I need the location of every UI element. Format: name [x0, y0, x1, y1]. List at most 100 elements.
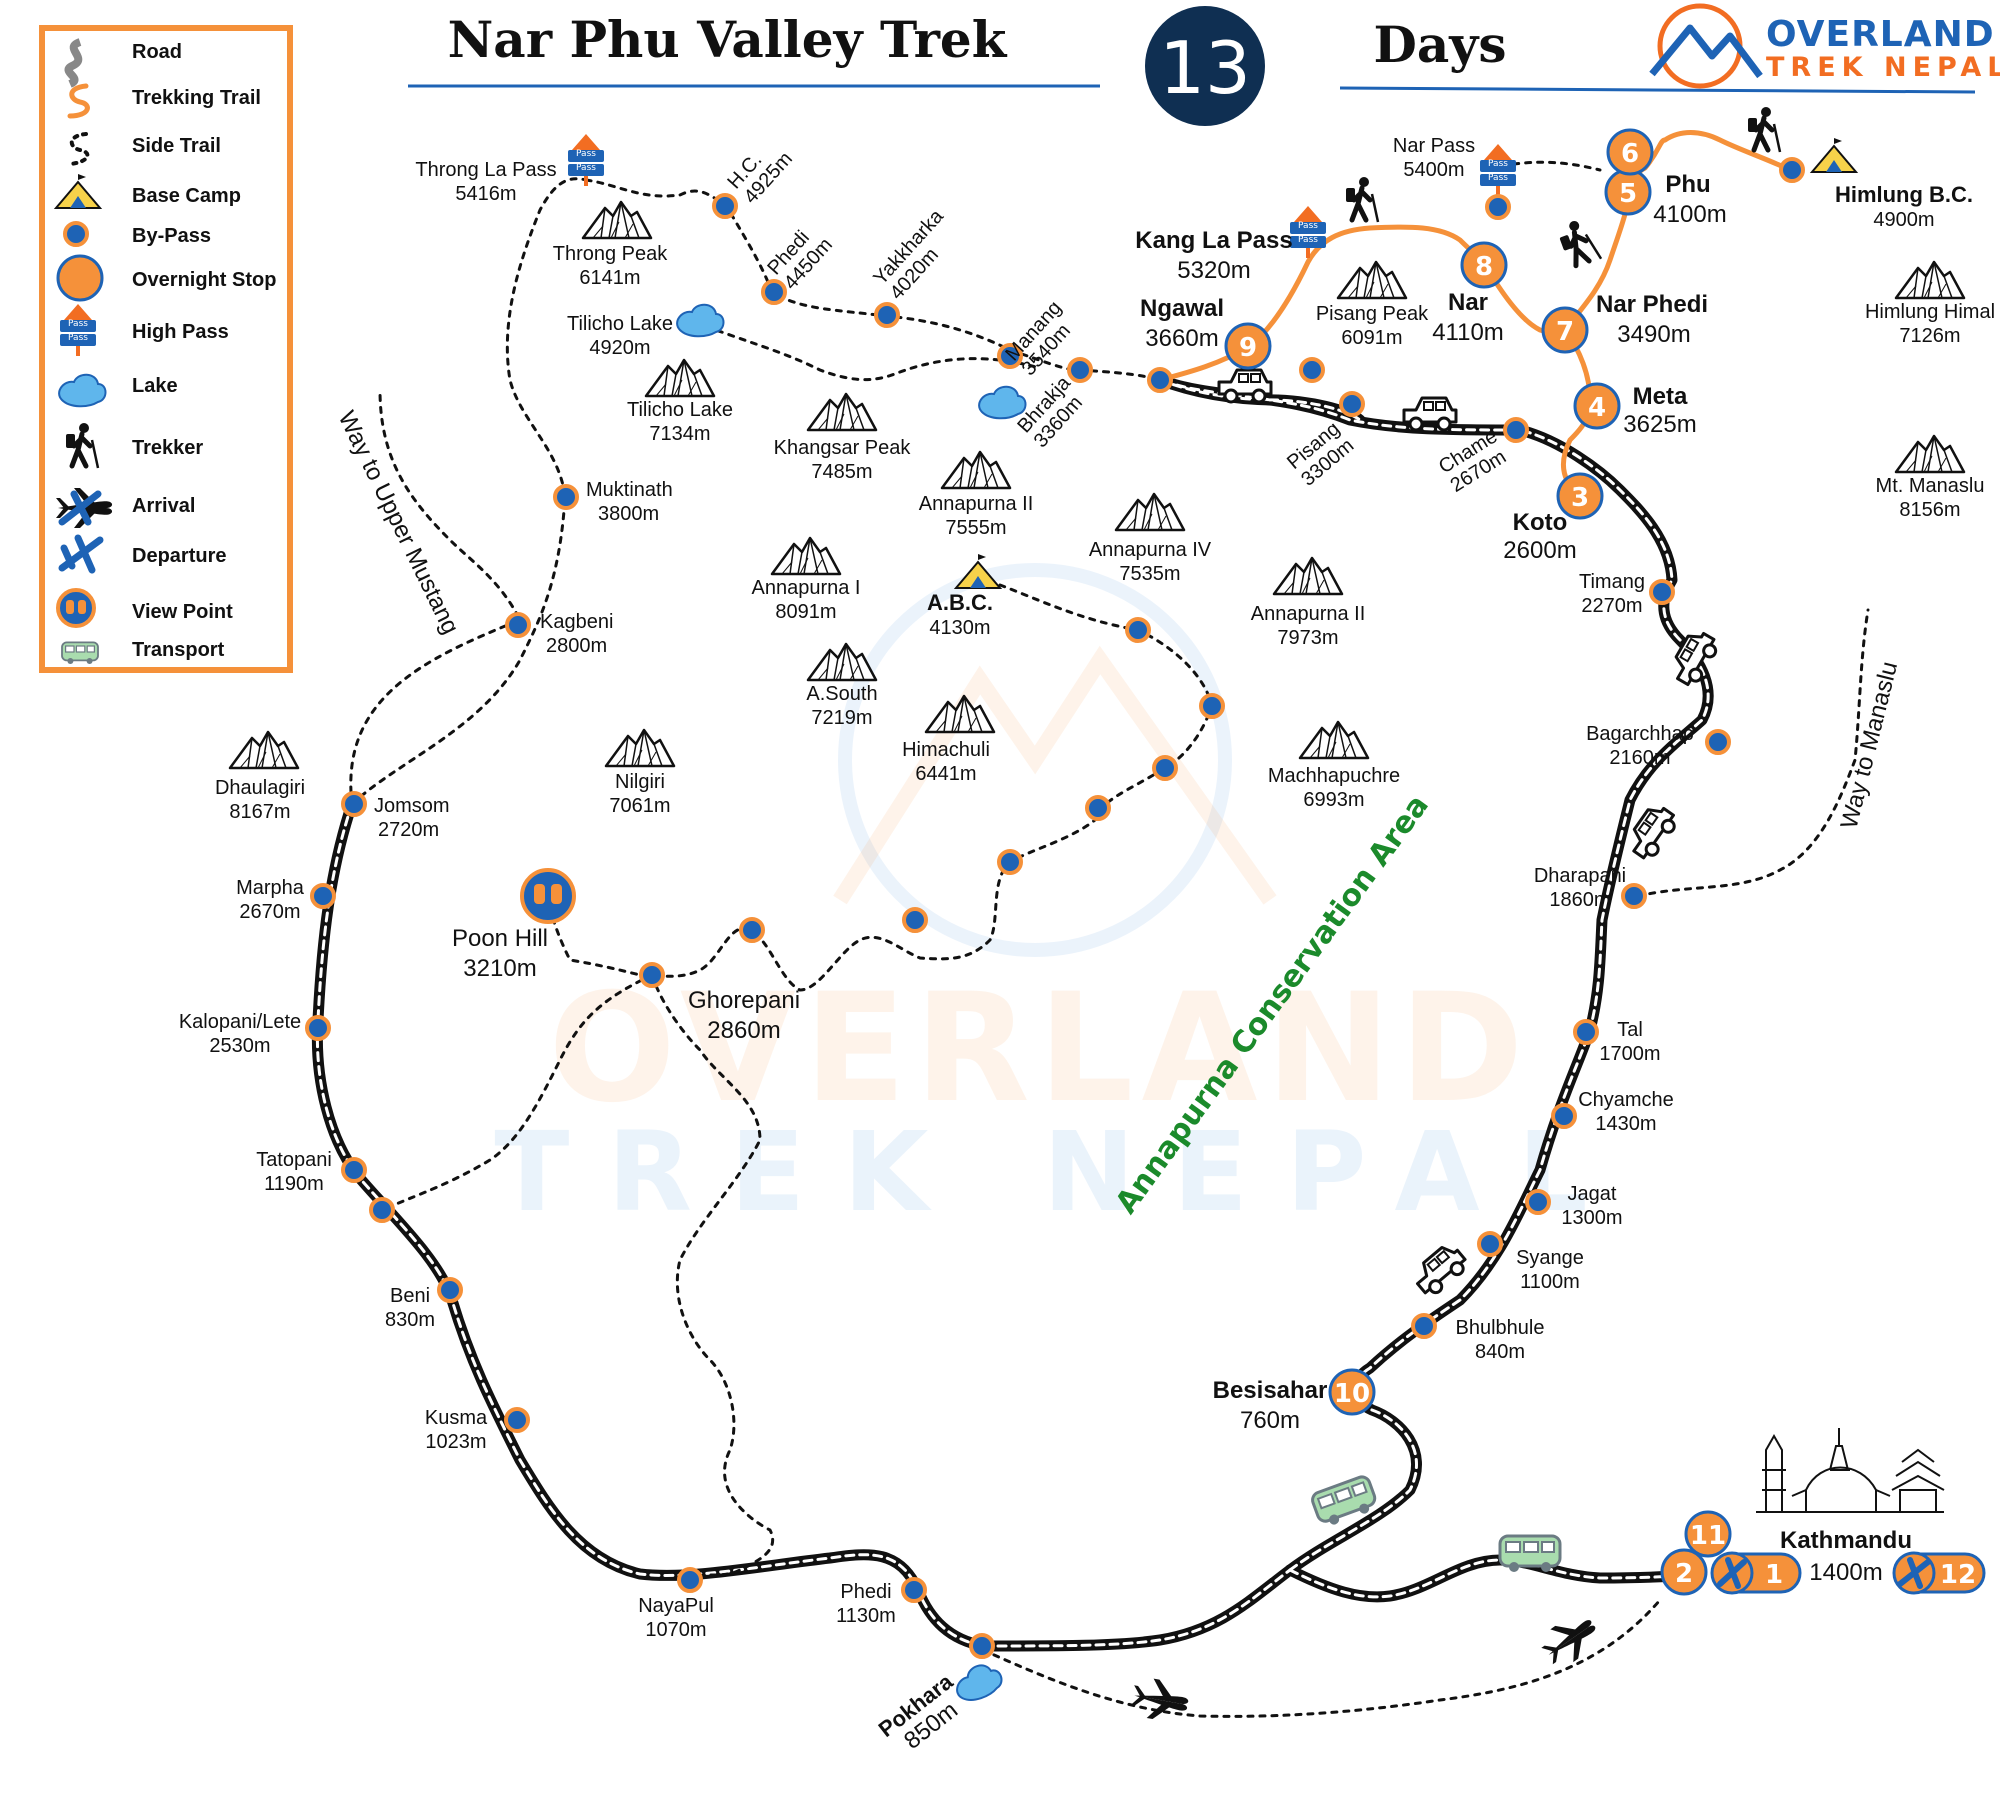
- stop-5: 5: [1604, 168, 1652, 216]
- mountain-icon: [604, 728, 676, 768]
- svg-text:1400m: 1400m: [1809, 1559, 1882, 1586]
- transport-icon: [61, 641, 99, 665]
- svg-text:Transport: Transport: [132, 639, 225, 661]
- overnight-stops: 3 4 7 8 5 6 9 10 11 2 1 12: [1224, 128, 1986, 1596]
- svg-text:H.C.4925m: H.C.4925m: [723, 133, 797, 208]
- svg-text:Yakkharka4020m: Yakkharka4020m: [869, 205, 965, 304]
- svg-text:4900m: 4900m: [1873, 209, 1934, 231]
- svg-text:3660m: 3660m: [1145, 325, 1218, 352]
- svg-text:1: 1: [1765, 1560, 1783, 1590]
- svg-text:A.B.C.: A.B.C.: [927, 590, 993, 615]
- mountain-icon: [940, 450, 1012, 490]
- stop-2: 2: [1660, 1548, 1708, 1596]
- plane-icon: [1535, 1607, 1605, 1673]
- brand-mountain-icon: [1649, 3, 1763, 89]
- arrival-icon: [1717, 1557, 1747, 1589]
- svg-text:Bhrakja3360m: Bhrakja3360m: [1013, 372, 1092, 452]
- high-pass-icon: [1480, 144, 1516, 196]
- mountain-icon: [644, 358, 716, 398]
- svg-text:Arrival: Arrival: [132, 495, 195, 517]
- svg-text:Chame2670m: Chame2670m: [1435, 425, 1513, 496]
- stop-4: 4: [1573, 382, 1621, 430]
- pass-sign-label: Pass: [576, 163, 596, 173]
- legend-arrival: Arrival: [56, 488, 195, 528]
- svg-text:5: 5: [1619, 179, 1637, 209]
- svg-text:12: 12: [1940, 1560, 1976, 1590]
- watermark: OVERLAND TREK NEPAL: [494, 563, 1588, 1236]
- plane-icon: [1128, 1675, 1192, 1725]
- road-icon: [64, 38, 83, 88]
- high-pass-icon: [1290, 206, 1326, 258]
- side-trail-icon: [68, 132, 90, 166]
- svg-text:View Point: View Point: [132, 601, 233, 623]
- legend-departure: Departure: [58, 534, 226, 574]
- stop-3: 3: [1556, 472, 1604, 520]
- legend-high-pass: High Pass: [60, 304, 229, 356]
- legend: Road Trekking Trail Side Trail Base Camp…: [39, 25, 293, 673]
- legend-transport: Transport: [61, 639, 225, 665]
- days-number: 13: [1159, 26, 1251, 110]
- svg-text:Himlung B.C.: Himlung B.C.: [1835, 182, 1973, 207]
- legend-base-camp: Base Camp: [55, 173, 241, 209]
- kathmandu-skyline-icon: [1756, 1428, 1945, 1513]
- bus-icon: [1498, 1534, 1562, 1574]
- mountain-icon: [1894, 260, 1966, 300]
- svg-text:7: 7: [1556, 317, 1574, 347]
- jeep-icon: [1408, 1239, 1472, 1301]
- stop-departure-12: 12: [1892, 1551, 1986, 1595]
- pass-sign-label: Pass: [576, 149, 596, 159]
- svg-text:2600m: 2600m: [1503, 537, 1576, 564]
- pass-sign-label: Pass: [1488, 159, 1508, 169]
- days-underline: [1339, 86, 1976, 94]
- svg-text:8: 8: [1475, 252, 1493, 282]
- mountain-icon: [924, 694, 996, 734]
- svg-text:Base Camp: Base Camp: [132, 185, 241, 207]
- stop-7: 7: [1541, 306, 1589, 354]
- mountain-icon: [1298, 720, 1370, 760]
- svg-text:Lake: Lake: [132, 375, 178, 397]
- svg-text:Koto: Koto: [1513, 509, 1568, 536]
- view-point-icon: [56, 588, 96, 628]
- mountain-icon: [1894, 434, 1966, 474]
- mountain-icon: [228, 730, 300, 770]
- legend-side-trail: Side Trail: [68, 132, 221, 166]
- stop-arrival-1: 1: [1710, 1551, 1802, 1595]
- page-title: Nar Phu Valley Trek: [448, 10, 1008, 69]
- watermark-line1: OVERLAND: [548, 962, 1531, 1136]
- pass-sign-label: Pass: [68, 333, 88, 343]
- stop-8: 8: [1460, 241, 1508, 289]
- svg-text:4: 4: [1588, 393, 1606, 423]
- legend-road: Road: [64, 38, 182, 88]
- svg-text:5320m: 5320m: [1177, 257, 1250, 284]
- days-label: Days: [1374, 15, 1507, 74]
- svg-text:Ngawal: Ngawal: [1140, 295, 1224, 322]
- mountain-icon: [581, 200, 653, 240]
- svg-text:4130m: 4130m: [929, 617, 990, 639]
- svg-text:2: 2: [1675, 1559, 1693, 1589]
- lake-icon: [950, 1658, 1007, 1707]
